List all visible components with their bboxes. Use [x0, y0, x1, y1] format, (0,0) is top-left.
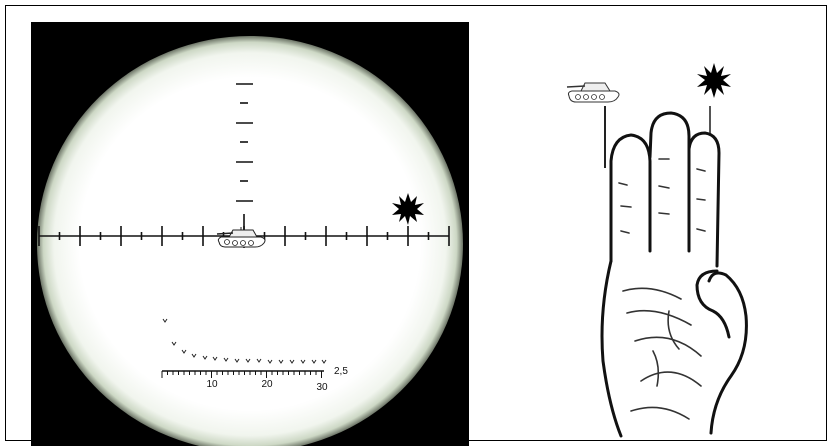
range-label-30: 30 — [316, 382, 328, 393]
range-label-20: 20 — [261, 379, 273, 390]
range-end-value: 2,5 — [334, 366, 348, 377]
scope-view: 10 20 30 2,5 — [31, 22, 469, 446]
figure-frame: 10 20 30 2,5 — [5, 5, 827, 441]
range-label-10: 10 — [206, 379, 218, 390]
raised-hand-icon — [561, 61, 776, 441]
